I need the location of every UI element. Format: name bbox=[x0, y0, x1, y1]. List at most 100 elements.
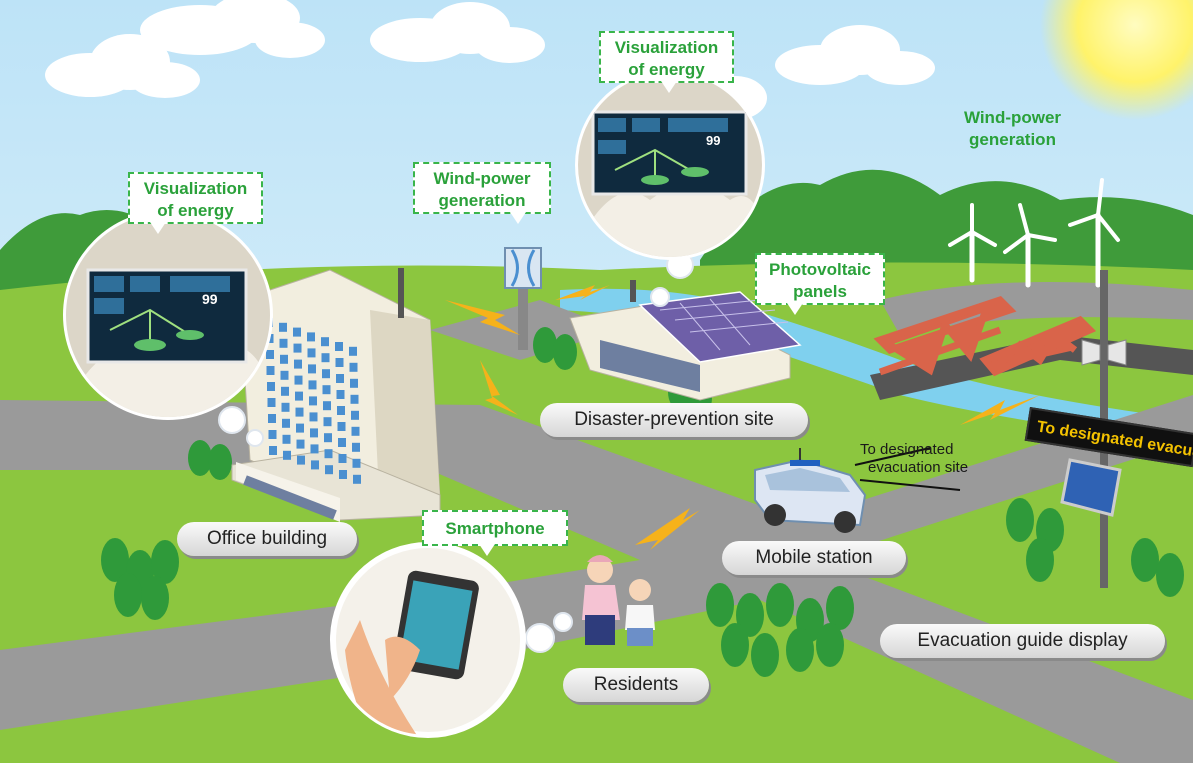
office-window bbox=[294, 375, 303, 385]
label-evacuation-guide-display: Evacuation guide display bbox=[880, 624, 1165, 658]
office-window bbox=[335, 342, 343, 351]
callout-line: Smartphone bbox=[445, 519, 545, 538]
lightning-bolt bbox=[445, 285, 1040, 550]
callout-line: Wind-power bbox=[433, 169, 531, 188]
cloud bbox=[140, 0, 325, 58]
callout-line: panels bbox=[793, 282, 847, 301]
callout-photovoltaic-panels: Photovoltaic panels bbox=[755, 253, 885, 315]
pointer-line bbox=[859, 479, 961, 491]
energy-display-bubble-top bbox=[575, 70, 765, 260]
note-line: To designated bbox=[860, 441, 954, 458]
label-wind-power-right: Wind-power generation bbox=[950, 107, 1075, 151]
office-window bbox=[295, 407, 304, 417]
office-window bbox=[350, 394, 359, 404]
label-line: generation bbox=[969, 130, 1056, 149]
screen-readout: 99 bbox=[706, 133, 720, 148]
office-window bbox=[321, 353, 330, 363]
office-window bbox=[308, 380, 317, 390]
office-window bbox=[296, 423, 304, 433]
office-window bbox=[338, 438, 346, 447]
office-window bbox=[351, 426, 360, 436]
sun bbox=[1040, 0, 1193, 120]
office-window bbox=[337, 422, 346, 431]
label-office-building: Office building bbox=[177, 522, 357, 556]
office-window bbox=[295, 391, 303, 401]
office-window bbox=[280, 370, 289, 380]
mobile-station-van bbox=[754, 448, 867, 533]
thought-bubble-dots bbox=[218, 251, 694, 653]
office-window bbox=[280, 354, 288, 364]
label-line: Wind-power bbox=[963, 108, 1062, 127]
office-window bbox=[267, 398, 276, 407]
office-window bbox=[323, 401, 331, 411]
office-window bbox=[336, 390, 345, 399]
note-line: evacuation site bbox=[868, 459, 969, 476]
label-to-evacuation-site: To designated evacuation site bbox=[860, 441, 968, 477]
callout-visualization-of-energy-top: Visualization of energy bbox=[599, 31, 734, 93]
office-window bbox=[307, 348, 316, 358]
label-residents: Residents bbox=[563, 668, 709, 702]
wind-turbine bbox=[1068, 178, 1120, 288]
office-window bbox=[321, 337, 329, 347]
callout-tail bbox=[787, 303, 803, 315]
callout-line: of energy bbox=[628, 60, 705, 79]
office-window bbox=[268, 430, 277, 439]
office-window bbox=[296, 439, 305, 449]
office-window bbox=[268, 414, 276, 423]
office-window bbox=[338, 454, 347, 463]
office-window bbox=[350, 378, 358, 388]
office-window bbox=[282, 434, 291, 444]
office-window bbox=[310, 428, 318, 438]
office-window bbox=[281, 386, 289, 396]
office-window bbox=[293, 343, 302, 353]
residents-figures bbox=[582, 555, 655, 646]
cloud bbox=[370, 2, 545, 63]
wind-turbine bbox=[948, 203, 997, 283]
wind-turbine bbox=[1003, 203, 1057, 288]
office-window bbox=[279, 338, 288, 348]
callout-line: Visualization bbox=[614, 38, 719, 57]
cloud bbox=[45, 34, 200, 98]
office-window bbox=[322, 385, 331, 395]
office-window bbox=[352, 442, 360, 452]
office-window bbox=[266, 366, 275, 375]
office-window bbox=[293, 327, 301, 337]
office-window bbox=[266, 350, 274, 359]
callout-line: of energy bbox=[157, 201, 234, 220]
office-window bbox=[297, 455, 305, 465]
pointer-line bbox=[854, 447, 931, 466]
callout-tail bbox=[661, 81, 677, 93]
callout-line: Visualization bbox=[143, 179, 248, 198]
office-windows bbox=[265, 318, 361, 484]
disaster-prevention-building bbox=[569, 280, 802, 401]
office-window bbox=[349, 362, 358, 372]
callout-wind-power-center: Wind-power generation bbox=[413, 162, 551, 224]
tree-cluster bbox=[1006, 498, 1184, 597]
office-window bbox=[335, 358, 344, 367]
office-window bbox=[325, 465, 333, 475]
callout-line: Photovoltaic bbox=[768, 260, 871, 279]
callout-tail bbox=[150, 222, 166, 234]
office-window bbox=[337, 406, 345, 415]
label-mobile-station: Mobile station bbox=[722, 541, 906, 575]
office-window bbox=[324, 449, 333, 459]
office-window bbox=[267, 382, 275, 391]
tree-cluster bbox=[706, 583, 854, 677]
callout-visualization-of-energy-left: Visualization of energy bbox=[128, 172, 263, 234]
office-window bbox=[310, 444, 319, 454]
office-window bbox=[322, 369, 330, 379]
office-window bbox=[294, 359, 302, 369]
office-window bbox=[307, 332, 315, 342]
office-window bbox=[309, 396, 317, 406]
tree-cluster bbox=[101, 538, 179, 620]
office-window bbox=[352, 458, 361, 468]
office-window bbox=[311, 460, 319, 470]
office-window bbox=[279, 322, 287, 332]
office-window bbox=[308, 364, 316, 374]
office-window bbox=[324, 433, 332, 443]
label-disaster-prevention-site: Disaster-prevention site bbox=[540, 403, 808, 437]
callout-tail bbox=[479, 544, 495, 556]
office-window bbox=[336, 374, 344, 383]
office-window bbox=[351, 410, 359, 420]
office-window bbox=[309, 412, 318, 422]
